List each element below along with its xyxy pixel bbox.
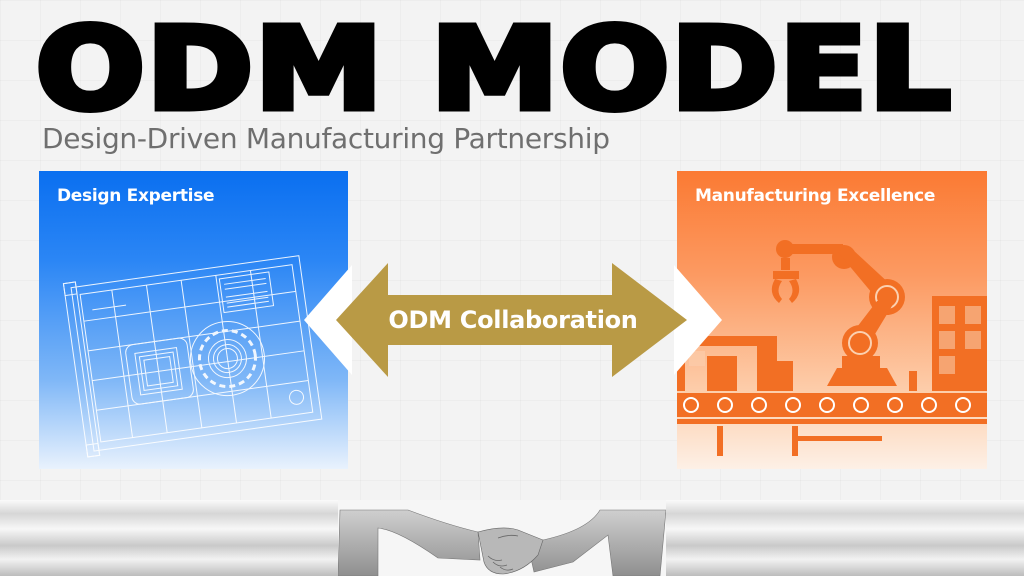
double-arrow-icon: [304, 260, 722, 377]
drape-left: [0, 500, 340, 576]
odm-collaboration-label: ODM Collaboration: [388, 306, 638, 334]
manufacturing-excellence-panel: Manufacturing Excellence: [677, 171, 987, 469]
page-title: ODM MODEL: [32, 5, 954, 135]
handshake-icon: [337, 509, 667, 576]
footer-handshake-strip: [0, 500, 1024, 576]
drape-right: [666, 500, 1024, 576]
handshake-image: [337, 500, 668, 576]
design-expertise-label: Design Expertise: [57, 186, 215, 206]
manufacturing-excellence-label: Manufacturing Excellence: [695, 186, 936, 206]
design-expertise-panel: Design Expertise: [39, 171, 348, 469]
page-subtitle: Design-Driven Manufacturing Partnership: [42, 122, 610, 155]
blueprint-icon: [62, 255, 323, 458]
odm-collaboration-connector: ODM Collaboration: [300, 255, 726, 385]
robot-arm-factory-icon: [677, 240, 987, 456]
